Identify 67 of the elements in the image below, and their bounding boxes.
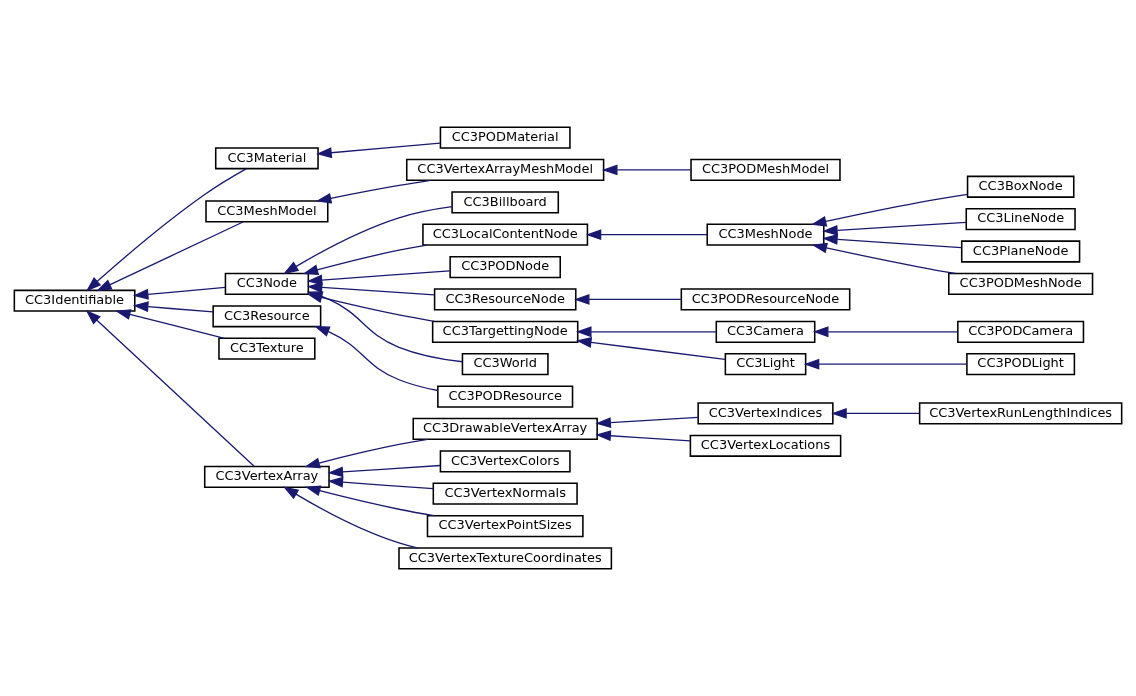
node-box: CC3MeshModel — [205, 200, 329, 223]
arrow — [327, 476, 434, 490]
arrow — [803, 358, 968, 370]
arrow — [601, 164, 692, 176]
node-box: CC3PODResource — [437, 385, 574, 408]
arrow — [96, 221, 244, 292]
arrow — [115, 309, 226, 339]
node-box: CC3Light — [724, 353, 807, 376]
arrow — [822, 221, 967, 236]
node-box: CC3World — [461, 353, 549, 376]
node-box: CC3PODResourceNode — [680, 288, 851, 311]
arrow — [315, 179, 432, 204]
arrow — [822, 233, 963, 249]
arrow — [595, 416, 699, 429]
node-box: CC3VertexArrayMeshModel — [406, 158, 605, 182]
node-box: CC3LineNode — [965, 208, 1076, 231]
arrow — [306, 270, 451, 286]
node-box: CC3VertexRunLengthIndices — [918, 402, 1123, 425]
node-box: CC3TargettingNode — [431, 320, 579, 343]
arrow — [283, 206, 453, 275]
arrow — [305, 485, 435, 517]
arrow — [810, 193, 969, 227]
arrow — [575, 326, 717, 338]
node-box: CC3VertexNormals — [432, 482, 578, 505]
node-box: CC3Billboard — [451, 191, 560, 214]
node-box: CC3Node — [224, 272, 310, 296]
arrow — [283, 486, 419, 549]
node-box: CC3PODCamera — [957, 320, 1085, 343]
node-box: CC3VertexPointSizes — [426, 514, 584, 538]
arrow — [831, 407, 920, 419]
node-box: CC3VertexTextureCoordinates — [398, 547, 613, 570]
node-box: CC3PODMeshNode — [948, 272, 1094, 296]
arrow — [132, 286, 226, 300]
node-box: CC3PODMeshModel — [690, 158, 841, 182]
node-box: CC3BoxNode — [966, 175, 1075, 198]
arrow — [302, 244, 428, 276]
node-box: CC3Camera — [715, 320, 816, 343]
node-box: CC3Resource — [212, 305, 322, 328]
node-box: CC3VertexIndices — [697, 402, 834, 425]
arrow — [575, 337, 726, 360]
node-box: CC3MeshNode — [706, 223, 825, 246]
node-box: CC3ResourceNode — [433, 288, 577, 311]
node-box: CC3Texture — [218, 337, 316, 360]
node-box: CC3PODLight — [966, 353, 1076, 376]
arrow — [585, 229, 708, 241]
arrow — [327, 464, 442, 478]
node-box: CC3DrawableVertexArray — [412, 417, 598, 441]
node-box: CC3PlaneNode — [960, 240, 1081, 263]
node-box: CC3Material — [214, 147, 319, 170]
node-box: CC3PODMaterial — [439, 126, 571, 149]
arrow — [595, 430, 691, 442]
arrow — [314, 326, 439, 392]
arrow — [812, 326, 959, 338]
node-box: CC3PODNode — [449, 255, 561, 279]
node-box: CC3LocalContentNode — [422, 223, 589, 246]
arrow — [306, 282, 436, 296]
node-box: CC3VertexLocations — [689, 434, 842, 457]
node-box: CC3Identifiable — [13, 289, 136, 312]
arrow — [85, 309, 255, 467]
node-box: CC3VertexColors — [439, 450, 571, 473]
arrow — [573, 294, 682, 305]
arrow — [86, 168, 248, 292]
arrow — [811, 242, 957, 275]
arrow — [304, 438, 429, 469]
arrow — [316, 142, 441, 159]
arrow — [132, 301, 214, 313]
node-box: CC3VertexArray — [203, 465, 330, 488]
